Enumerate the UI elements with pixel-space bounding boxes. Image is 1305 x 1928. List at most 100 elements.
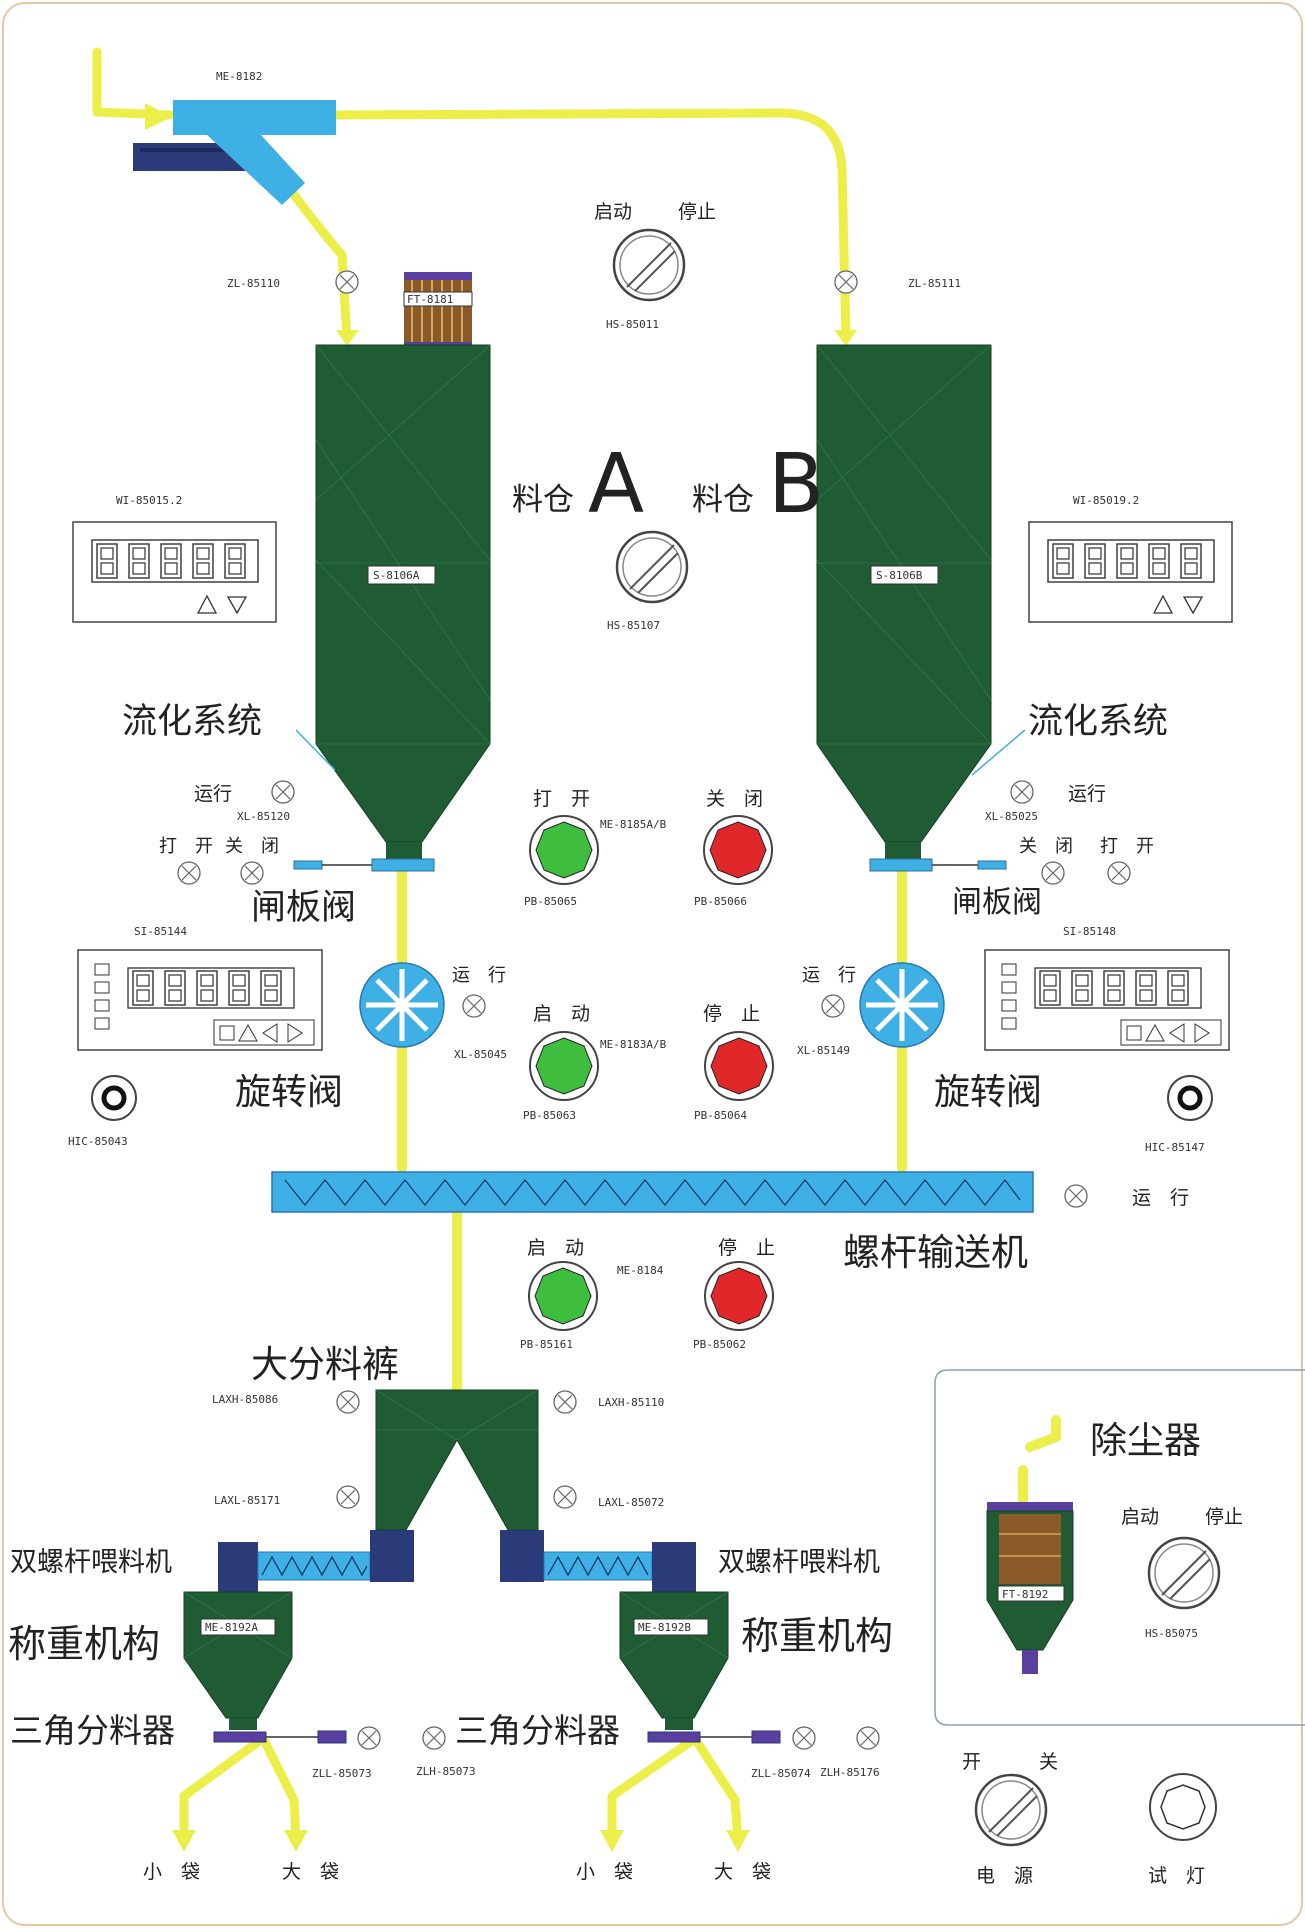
lamp-test-icon[interactable] xyxy=(1149,1773,1217,1841)
screw-conveyor-icon xyxy=(271,1171,1034,1213)
weigher-a-tag: ME-8192A xyxy=(205,1621,258,1634)
splitter-laxh-left-lamp xyxy=(336,1390,360,1414)
weigher-b-tag-box xyxy=(633,1618,709,1636)
push-button-icon[interactable] xyxy=(703,815,773,885)
line-b-zlh-lamp xyxy=(856,1726,880,1750)
selector-switch-icon[interactable] xyxy=(1147,1536,1221,1610)
conveyor-tag: ME-8184 xyxy=(617,1264,664,1277)
silo-a-hic-tag: HIC-85043 xyxy=(68,1135,128,1148)
triangle-splitter-a xyxy=(213,1730,347,1744)
silo-b-display-tag: WI-85019.2 xyxy=(1073,494,1139,507)
dust-filter-tag-box xyxy=(997,1585,1065,1602)
power-on: 开 xyxy=(962,1751,981,1773)
line-b-big-bag: 大 袋 xyxy=(714,1861,771,1883)
power-switch-icon[interactable] xyxy=(974,1773,1048,1847)
silo-a-body xyxy=(315,344,491,860)
silo-a-letter: A xyxy=(588,437,644,532)
silo-a-close-lamp xyxy=(240,861,264,885)
silo-b-body xyxy=(816,344,992,860)
conveyor-pb-stop: PB-85062 xyxy=(693,1338,746,1351)
splitter-body xyxy=(375,1389,539,1531)
splitter-laxl-left-lamp xyxy=(336,1485,360,1509)
silo-b-run-tag: XL-85025 xyxy=(985,810,1038,823)
center-pb-close: PB-85066 xyxy=(694,895,747,908)
rotary-valve-icon xyxy=(859,962,945,1048)
silo-a-prefix: 料仓 xyxy=(512,482,574,518)
conveyor-start: 启 动 xyxy=(527,1237,584,1259)
dust-switch-tag: HS-85075 xyxy=(1145,1627,1198,1640)
pipe-network xyxy=(92,47,1061,1845)
selector-switch-icon[interactable] xyxy=(615,530,689,604)
triangle-splitter-b xyxy=(647,1730,781,1744)
filter-tag: FT-8181 xyxy=(407,293,453,306)
silo-b-close-lamp xyxy=(1041,861,1065,885)
weigher-a-tag-box xyxy=(200,1618,276,1636)
silo-b-run: 运行 xyxy=(1068,783,1106,805)
silo-b-gate-label: 闸板阀 xyxy=(952,885,1042,920)
silo-a-speed-display xyxy=(77,949,323,1051)
silo-b-si-tag: SI-85148 xyxy=(1063,925,1116,938)
silo-b-open-lamp xyxy=(1107,861,1131,885)
line-a-weigher: 称重机构 xyxy=(8,1622,160,1666)
silo-a-hic-knob[interactable] xyxy=(91,1075,137,1121)
feed-distributor xyxy=(133,100,336,205)
switch-mid-tag: HS-85107 xyxy=(607,619,660,632)
push-button-icon[interactable] xyxy=(528,1261,598,1331)
line-a-zll-tag: ZLL-85073 xyxy=(312,1767,372,1780)
conveyor-run-lamp xyxy=(1064,1184,1088,1208)
dust-collector xyxy=(986,1502,1074,1674)
line-b-triangle: 三角分料器 xyxy=(455,1711,620,1750)
push-button-icon[interactable] xyxy=(529,815,599,885)
dust-filter-tag: FT-8192 xyxy=(1002,1588,1048,1601)
silo-a-run: 运行 xyxy=(194,783,232,805)
silo-a-fluid-arrow xyxy=(295,729,336,771)
push-button-icon[interactable] xyxy=(529,1031,599,1101)
silo-b-prefix: 料仓 xyxy=(692,482,754,518)
line-a-triangle: 三角分料器 xyxy=(10,1711,175,1750)
center-close: 关 闭 xyxy=(706,788,763,810)
center-start: 启 动 xyxy=(533,1003,590,1025)
left-zl-lamp xyxy=(335,270,359,294)
dust-label: 除尘器 xyxy=(1090,1419,1201,1462)
line-a-zll-lamp xyxy=(357,1726,381,1750)
silo-b-fluidization: 流化系统 xyxy=(1028,702,1168,742)
line-a-big-bag: 大 袋 xyxy=(282,1861,339,1883)
splitter-laxl-right-lamp xyxy=(553,1485,577,1509)
line-b-weigher: 称重机构 xyxy=(741,1614,893,1658)
silo-b-gate-valve xyxy=(869,858,1007,872)
feeder-b xyxy=(500,1530,696,1592)
silo-b-hic-knob[interactable] xyxy=(1167,1075,1213,1121)
silo-a-rotary-lamp xyxy=(462,994,486,1018)
splitter-label: 大分料裤 xyxy=(251,1343,399,1386)
line-b-small-bag: 小 袋 xyxy=(576,1861,633,1883)
silo-b-letter: B xyxy=(768,437,824,532)
selector-switch-icon[interactable] xyxy=(612,228,686,302)
line-a-zlh-lamp xyxy=(422,1726,446,1750)
switch-top-start: 启动 xyxy=(594,201,632,223)
feed-tag: ME-8182 xyxy=(216,70,262,83)
silo-a-open: 打 开 xyxy=(159,836,213,857)
center-pb-open: PB-85065 xyxy=(524,895,577,908)
push-button-icon[interactable] xyxy=(704,1261,774,1331)
lamp-test-label: 试 灯 xyxy=(1148,1865,1205,1887)
splitter-laxh-right: LAXH-85110 xyxy=(598,1396,664,1409)
push-button-icon[interactable] xyxy=(704,1031,774,1101)
silo-b-speed-display xyxy=(984,949,1230,1051)
right-zl-lamp xyxy=(834,270,858,294)
weigher-b-tag: ME-8192B xyxy=(638,1621,691,1634)
silo-a-fluidization: 流化系统 xyxy=(122,702,262,742)
silo-b-rotary-label: 旋转阀 xyxy=(934,1072,1042,1113)
silo-b-tag-box xyxy=(870,565,939,585)
silo-a-run-lamp xyxy=(271,780,295,804)
silo-a-weight-display xyxy=(72,521,277,623)
switch-top-stop: 停止 xyxy=(678,201,716,223)
conveyor-pb-start: PB-85161 xyxy=(520,1338,573,1351)
center-rot-tag: ME-8183A/B xyxy=(600,1038,667,1051)
silo-a-tag-box xyxy=(367,565,436,585)
feeder-a xyxy=(218,1530,414,1592)
line-b-zll-lamp xyxy=(792,1726,816,1750)
silo-a-open-lamp xyxy=(177,861,201,885)
line-b-zll-tag: ZLL-85074 xyxy=(751,1767,811,1780)
power-off: 关 xyxy=(1039,1751,1058,1773)
